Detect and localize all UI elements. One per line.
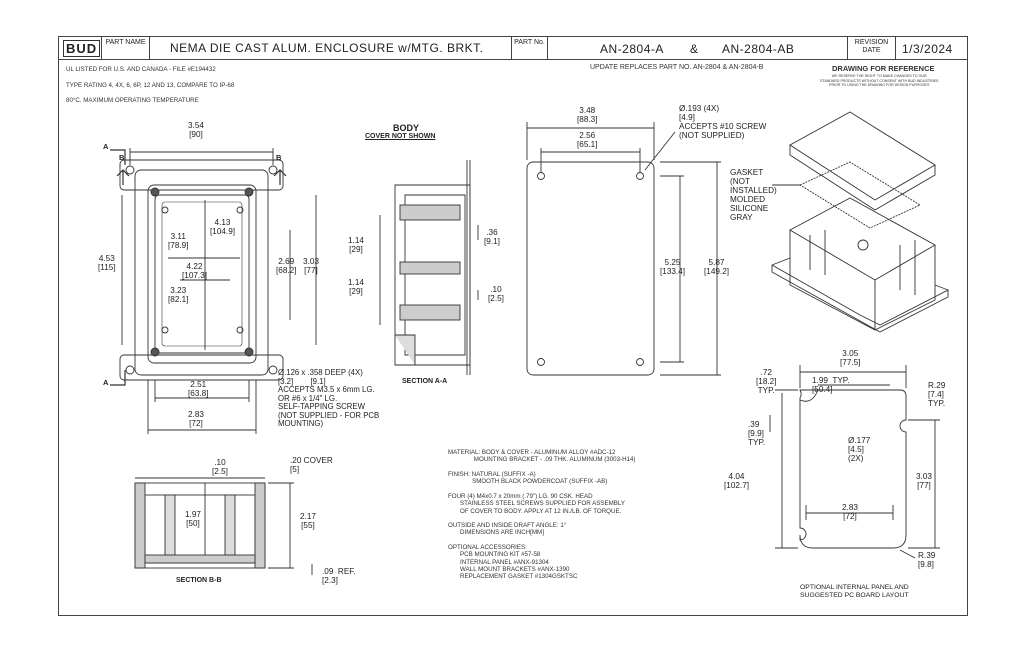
cover-hole-note: Ø.193 (4X) [4.9] ACCEPTS #10 SCREW (NOT …: [679, 104, 767, 140]
dim-panel-r29: R.29 [7.4] TYP.: [928, 381, 946, 408]
update-note: UPDATE REPLACES PART NO. AN-2804 & AN-28…: [590, 64, 764, 71]
dim-cover-587: 5.87 [149.2]: [704, 258, 730, 276]
section-marker-b-left: B: [119, 153, 125, 162]
section-marker-b-right: B: [276, 153, 282, 162]
dim-cover-256: 2.56 [65.1]: [577, 131, 598, 149]
section-b-b-title: SECTION B-B: [176, 577, 222, 584]
logo: BUD: [63, 40, 101, 57]
accessories-note: OPTIONAL ACCESSORIES: PCB MOUNTING KIT #…: [448, 544, 578, 581]
section-marker-a-top: A: [103, 142, 109, 151]
dim-303: 3.03 [77]: [303, 257, 319, 275]
dim-269: 2.69 [68.2]: [276, 257, 297, 275]
dim-bb-09: .09 REF. [2.3]: [322, 567, 356, 585]
finish-note: FINISH: NATURAL (SUFFIX -A) SMOOTH BLACK…: [448, 471, 608, 486]
section-a-a-title: SECTION A-A: [402, 378, 448, 385]
dim-422: 4.22 [107.3]: [182, 262, 208, 280]
revision-date: 1/3/2024: [902, 42, 953, 56]
dim-panel-199: 1.99 TYP. [50.4]: [812, 376, 850, 394]
dim-panel-hole: Ø.177 [4.5] (2X): [848, 436, 871, 463]
dim-cover-525: 5.25 [133.4]: [660, 258, 686, 276]
drawing-sheet: [58, 36, 968, 616]
dim-323: 3.23 [82.1]: [168, 286, 189, 304]
temp-note: 80°C. MAXIMUM OPERATING TEMPERATURE: [66, 97, 199, 104]
type-rating-note: TYPE RATING 4, 4X, 6, 6P, 12 AND 13, COM…: [66, 82, 235, 89]
dim-inside-width: 3.11 [78.9]: [168, 232, 189, 250]
hole-note: Ø.126 x .358 DEEP (4X) [3.2] [9.1] ACCEP…: [278, 368, 380, 428]
dim-panel-303: 3.03 [77]: [916, 472, 932, 490]
top-view: [110, 148, 317, 434]
panel-view: [769, 365, 940, 559]
part-name-cell: [150, 36, 512, 60]
dim-inside-413: 4.13 [104.9]: [210, 218, 236, 236]
part-no-a: AN-2804-A: [600, 42, 664, 56]
panel-caption: OPTIONAL INTERNAL PANEL AND SUGGESTED PC…: [800, 584, 909, 599]
dim-cover-348: 3.48 [88.3]: [577, 106, 598, 124]
dim-panel-39: .39 [9.9] TYP.: [748, 420, 766, 447]
dim-bb-197: 1.97 [50]: [185, 510, 201, 528]
part-no-b: AN-2804-AB: [722, 42, 795, 56]
iso-view: [771, 111, 950, 333]
cover-view: [526, 122, 721, 376]
body-title: BODY: [393, 123, 420, 133]
section-a-a: [379, 160, 479, 375]
gasket-label: GASKET (NOT INSTALLED) MOLDED SILICONE G…: [730, 168, 777, 222]
screws-note: FOUR (4) M4x0.7 x 20mm (.79") LG. 90 CSK…: [448, 493, 625, 515]
part-no-cell: [548, 36, 848, 60]
material-note: MATERIAL: BODY & COVER - ALUMINUM ALLOY …: [448, 449, 636, 464]
dim-251: 2.51 [63.8]: [188, 380, 209, 398]
part-name: NEMA DIE CAST ALUM. ENCLOSURE w/MTG. BRK…: [170, 41, 484, 55]
part-name-label-cell: PART NAME: [102, 36, 150, 60]
dim-panel-305: 3.05 [77.5]: [840, 349, 861, 367]
dim-283: 2.83 [72]: [188, 410, 204, 428]
dim-panel-72: .72 [18.2] TYP.: [756, 368, 777, 395]
ul-note: UL LISTED FOR U.S. AND CANADA - FILE #E1…: [66, 66, 216, 73]
part-no-amp: &: [690, 42, 699, 56]
dim-panel-283: 2.83 [72]: [842, 503, 858, 521]
part-name-label: PART NAME: [105, 39, 146, 46]
dim-panel-r39: R.39 [9.8]: [918, 551, 936, 569]
dim-36: .36 [9.1]: [484, 228, 500, 246]
body-subtitle: COVER NOT SHOWN: [365, 133, 436, 140]
logo-cell: [58, 36, 102, 60]
reference-subtext: WE RESERVE THE RIGHT TO MAKE CHANGES TO …: [820, 74, 939, 87]
revision-date-cell: [896, 36, 968, 60]
dim-10-body: .10 [2.5]: [488, 285, 504, 303]
dim-top-height-overall: 4.53 [115]: [98, 254, 116, 272]
dim-bb-20: .20 COVER [5]: [290, 456, 333, 474]
section-b-b: [134, 477, 313, 575]
dim-top-width-overall: 3.54 [90]: [188, 121, 204, 139]
part-no-label-cell: PART No.: [512, 36, 548, 60]
section-marker-a-bottom: A: [103, 378, 109, 387]
revision-label-cell: REVISION DATE: [848, 36, 896, 60]
dim-114-bottom: 1.14 [29]: [348, 278, 364, 296]
dim-bb-10: .10 [2.5]: [212, 458, 228, 476]
dim-panel-404: 4.04 [102.7]: [724, 472, 750, 490]
dim-bb-217: 2.17 [55]: [300, 512, 316, 530]
dim-114-top: 1.14 [29]: [348, 236, 364, 254]
reference-title: DRAWING FOR REFERENCE: [832, 64, 935, 73]
part-no-label: PART No.: [514, 39, 545, 46]
draft-note: OUTSIDE AND INSIDE DRAFT ANGLE: 1° DIMEN…: [448, 522, 567, 537]
revision-label: REVISION DATE: [854, 39, 889, 54]
